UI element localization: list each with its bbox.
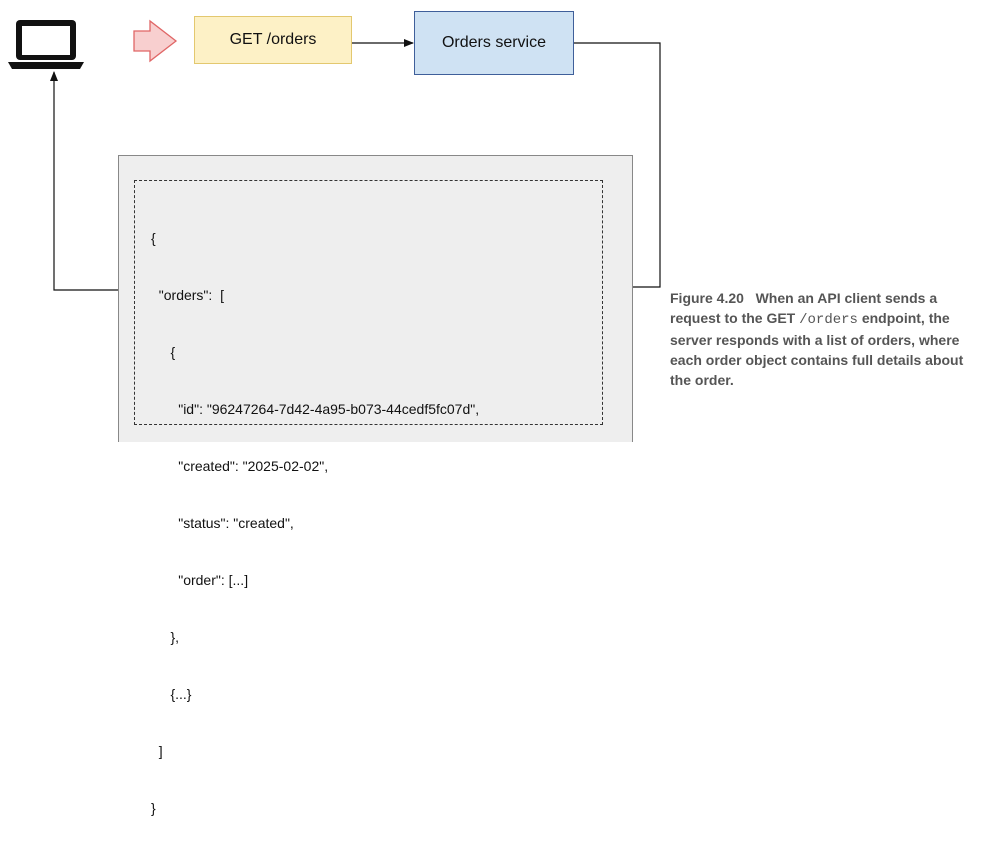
json-line: "created": "2025-02-02",: [151, 458, 329, 474]
json-line: }: [151, 800, 156, 816]
json-payload-box: { "orders": [ { "id": "96247264-7d42-4a9…: [134, 180, 603, 816]
orders-service-label: Orders service: [441, 34, 547, 51]
connector-response-to-client: [50, 71, 118, 291]
caption-text-after: endpoint, the server responds with a lis…: [670, 310, 964, 388]
diagram-canvas: [8, 19, 661, 291]
json-line: "id": "96247264-7d42-4a95-b073-44cedf5fc…: [151, 401, 480, 417]
caption-label: Figure 4.20: [670, 290, 744, 306]
get-orders-label: GET /orders: [229, 31, 317, 48]
json-line: "order": [...]: [151, 572, 249, 588]
request-arrow-icon: [133, 19, 178, 63]
orders-service-node: Orders service: [414, 11, 574, 75]
response-panel: { "orders": [ { "id": "96247264-7d42-4a9…: [118, 155, 633, 816]
json-line: },: [151, 629, 180, 645]
figure-caption: Figure 4.20 When an API client sends a r…: [670, 288, 982, 390]
json-line: ]: [151, 743, 163, 759]
json-line: "status": "created",: [151, 515, 294, 531]
caption-text-before: When an API client sends a request to th…: [670, 290, 938, 326]
get-orders-node: GET /orders: [194, 16, 352, 64]
caption-code: /orders: [799, 312, 858, 328]
json-line: {: [151, 230, 156, 246]
laptop-icon: [8, 20, 84, 69]
json-line: "orders": [: [151, 287, 224, 303]
json-line: {: [151, 344, 176, 360]
connector-service-to-response: [574, 42, 661, 291]
json-payload: { "orders": [ { "id": "96247264-7d42-4a9…: [151, 191, 479, 856]
json-line: {...}: [151, 686, 192, 702]
